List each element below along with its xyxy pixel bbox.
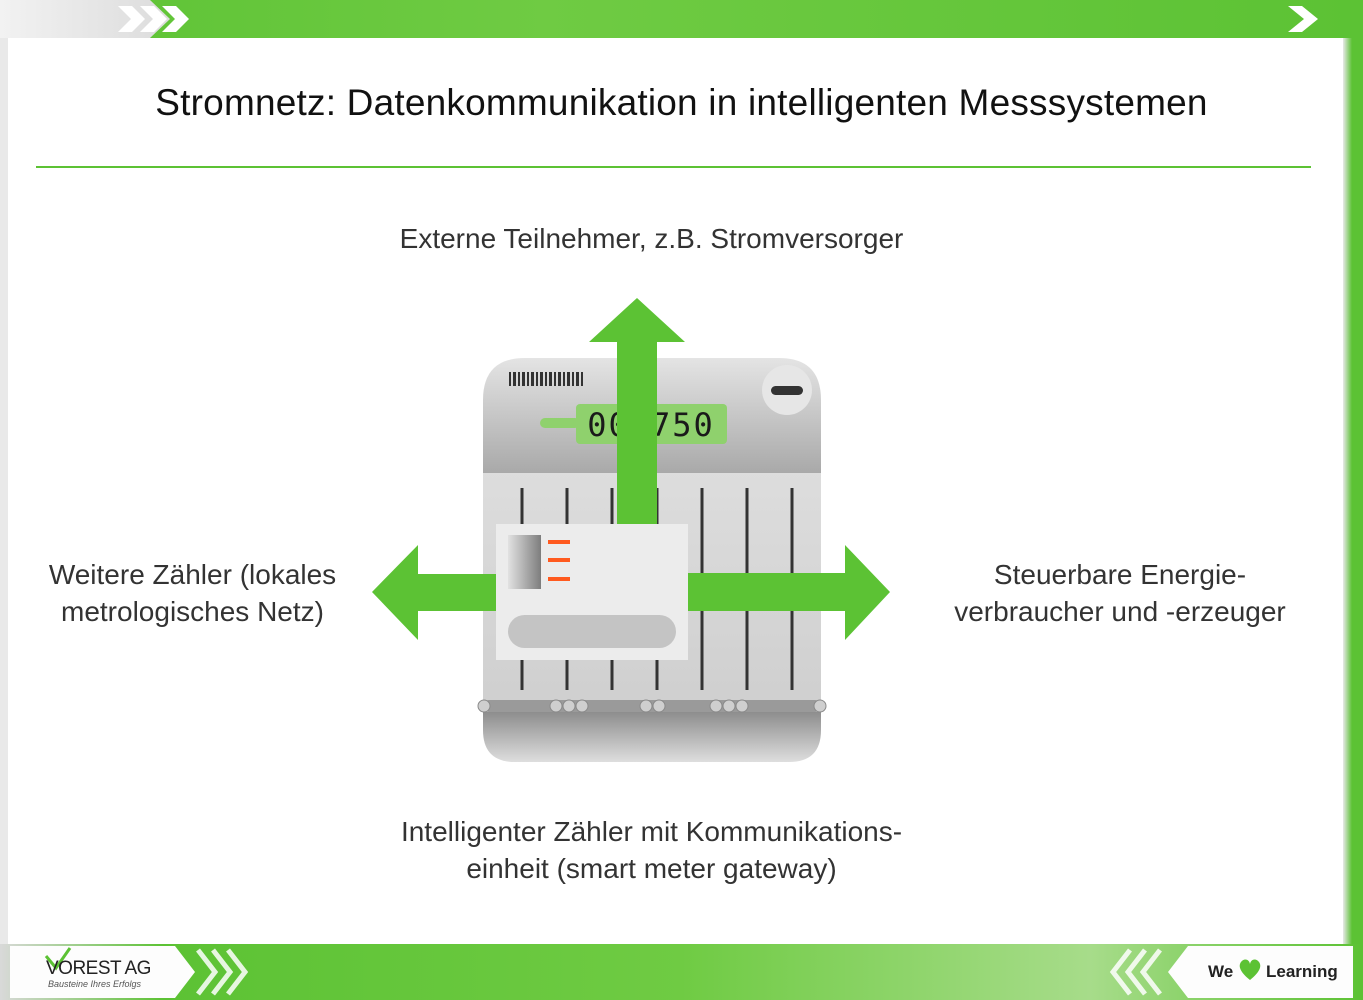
footer-slogan-box xyxy=(1168,946,1353,998)
data-flow-arrows xyxy=(372,298,890,640)
chevron-right-icon xyxy=(140,6,167,32)
slogan-we: We xyxy=(1208,962,1234,981)
title-divider xyxy=(36,166,1311,168)
slogan-learning: Learning xyxy=(1266,962,1338,981)
header-chevron-icons xyxy=(118,6,1318,32)
label-controllable-devices-line1: Steuerbare Energie- xyxy=(993,559,1247,590)
chevron-right-icon xyxy=(1288,6,1318,32)
gateway-module xyxy=(496,524,688,660)
arrow-left-icon xyxy=(372,545,500,640)
chevron-right-icon xyxy=(196,948,219,996)
header-bar xyxy=(0,0,1363,38)
heart-icon xyxy=(1239,959,1261,980)
chevron-left-icon xyxy=(1139,948,1162,996)
arrow-up-icon xyxy=(589,298,685,524)
meter-base xyxy=(483,712,821,762)
company-logo-name: VOREST AG xyxy=(46,958,151,979)
display-connector xyxy=(540,418,580,428)
rail-bolts xyxy=(477,699,827,713)
label-smart-meter-gateway: Intelligenter Zähler mit Kommunikations-… xyxy=(330,813,973,887)
frame-left-edge xyxy=(0,38,8,944)
footer-chevron-icons xyxy=(196,948,1162,996)
chevron-right-icon xyxy=(226,948,249,996)
label-further-meters-line1: Weitere Zähler (lokales xyxy=(48,559,337,590)
chevron-right-icon xyxy=(118,6,145,32)
page-title: Stromnetz: Datenkommunikation in intelli… xyxy=(155,82,1208,123)
frame-right-edge xyxy=(1343,38,1363,944)
footer-logo-box xyxy=(10,946,195,998)
logo-check-icon xyxy=(44,947,72,971)
company-logo-tagline: Bausteine Ihres Erfolgs xyxy=(48,979,142,989)
gateway-port xyxy=(508,535,541,589)
label-smart-meter-gateway-line2: einheit (smart meter gateway) xyxy=(466,853,837,884)
label-further-meters: Weitere Zähler (lokales metrologisches N… xyxy=(30,556,355,630)
status-indicators xyxy=(548,540,570,581)
chevron-left-icon xyxy=(1109,948,1132,996)
label-smart-meter-gateway-line1: Intelligenter Zähler mit Kommunikations- xyxy=(400,816,903,847)
label-external-participants: Externe Teilnehmer, z.B. Stromversorger xyxy=(399,223,904,254)
label-controllable-devices: Steuerbare Energie- verbraucher und -erz… xyxy=(920,556,1320,630)
chevron-right-icon xyxy=(162,6,189,32)
label-further-meters-line2: metrologisches Netz) xyxy=(61,596,324,627)
chevron-left-icon xyxy=(1124,948,1147,996)
label-controllable-devices-line2: verbraucher und -erzeuger xyxy=(954,596,1286,627)
arrow-right-icon xyxy=(686,545,890,640)
gateway-slot-bar xyxy=(508,615,676,648)
chevron-right-icon xyxy=(211,948,234,996)
barcode xyxy=(509,372,583,386)
